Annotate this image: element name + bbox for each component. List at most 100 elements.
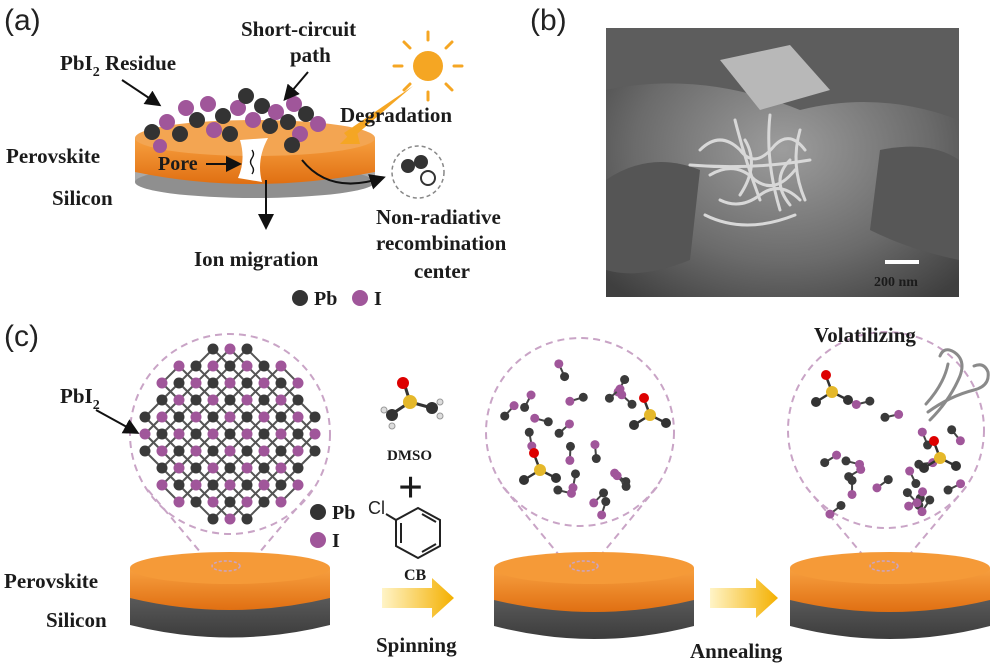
- fragment-i-atom: [554, 359, 564, 369]
- lattice-pb-atom: [241, 445, 253, 457]
- fragment-pb-atom: [553, 485, 563, 495]
- lattice-pb-atom: [258, 394, 270, 406]
- fragment-pb-atom: [578, 392, 588, 402]
- stage1-bubble: [129, 333, 331, 567]
- fragment-pb-atom: [943, 485, 953, 495]
- lattice-i-atom: [258, 445, 270, 457]
- lattice-pb-atom: [207, 343, 219, 355]
- nonrad-label-3: center: [414, 259, 470, 283]
- fragment-pb-atom: [524, 427, 534, 437]
- fragment-pb-atom: [601, 497, 611, 507]
- perovskite-label-c: Perovskite: [4, 569, 98, 593]
- lattice-i-atom: [207, 462, 219, 474]
- dmso-carbon-atom: [811, 397, 821, 407]
- lattice-pb-atom: [156, 462, 168, 474]
- fragment-i-atom: [530, 413, 540, 423]
- lattice-pb-atom: [207, 411, 219, 423]
- lattice-pb-atom: [139, 411, 151, 423]
- fragment-pb-atom: [520, 402, 530, 412]
- lattice-i-atom: [224, 445, 236, 457]
- legend-i-c: I: [332, 530, 340, 552]
- lattice-pb-atom: [207, 513, 219, 525]
- panel-c-legend: Pb I: [310, 502, 355, 552]
- recombination-arrow: [301, 159, 386, 190]
- lattice-i-atom: [207, 428, 219, 440]
- stage3-bubble: [787, 331, 985, 567]
- lattice-i-atom: [241, 496, 253, 508]
- panel-a-legend: Pb I: [292, 288, 382, 310]
- ion-migration-label: Ion migration: [194, 247, 319, 271]
- lattice-pb-atom: [241, 377, 253, 389]
- lattice-i-atom: [224, 411, 236, 423]
- lattice-pb-atom: [275, 479, 287, 491]
- fragment-i-atom: [615, 384, 625, 394]
- lattice-pb-atom: [156, 394, 168, 406]
- lattice-pb-atom: [190, 360, 202, 372]
- lattice-i-atom: [190, 479, 202, 491]
- pbi2-residue-arrow: [121, 79, 162, 107]
- fragment-pb-atom: [621, 481, 631, 491]
- fragment-pb-atom: [543, 417, 553, 427]
- dmso-sulfur-atom: [534, 464, 546, 476]
- fragment-pb-atom: [841, 456, 851, 466]
- lattice-i-atom: [156, 377, 168, 389]
- fragment-pb-atom: [620, 375, 630, 385]
- lattice-pb-atom: [258, 428, 270, 440]
- lattice-i-atom: [241, 428, 253, 440]
- stage2-molecules: [500, 359, 671, 520]
- fragment-i-atom: [568, 483, 578, 493]
- lattice-pb-atom: [224, 394, 236, 406]
- lattice-pb-atom: [190, 428, 202, 440]
- lattice-pb-atom: [258, 496, 270, 508]
- lattice-i-atom: [258, 377, 270, 389]
- fragment-i-atom: [509, 401, 519, 411]
- dmso-molecule: [380, 377, 444, 430]
- cb-label: CB: [404, 567, 427, 584]
- legend-pb-a: Pb: [314, 288, 337, 310]
- fragment-pb-atom: [554, 428, 564, 438]
- fragment-pb-atom: [865, 396, 875, 406]
- plus-sign: +: [398, 463, 423, 512]
- lattice-pb-atom: [241, 479, 253, 491]
- degradation-light-arrow: [344, 86, 413, 140]
- short-circuit-label-1: Short-circuit: [241, 17, 356, 41]
- lattice-pb-atom: [173, 411, 185, 423]
- lattice-pb-atom: [190, 462, 202, 474]
- lattice-i-atom: [275, 394, 287, 406]
- lattice-pb-atom: [139, 445, 151, 457]
- stage3-molecules: [811, 370, 966, 519]
- fragment-i-atom: [904, 501, 914, 511]
- lattice-i-atom: [173, 394, 185, 406]
- dmso-oxygen-atom: [821, 370, 831, 380]
- annealing-label: Annealing: [690, 639, 783, 663]
- fragment-pb-atom: [591, 454, 601, 464]
- lattice-i-atom: [241, 394, 253, 406]
- lattice-pb-atom: [173, 479, 185, 491]
- lattice-pb-atom: [292, 394, 304, 406]
- sun-icon: [392, 30, 464, 102]
- pbi2-lattice: [139, 343, 321, 525]
- legend-pb-c: Pb: [332, 502, 355, 524]
- lattice-i-atom: [190, 377, 202, 389]
- dmso-oxygen-atom: [929, 436, 939, 446]
- lattice-pb-atom: [207, 445, 219, 457]
- lattice-pb-atom: [258, 462, 270, 474]
- lattice-i-atom: [173, 462, 185, 474]
- silicon-label-a: Silicon: [52, 186, 113, 210]
- lattice-pb-atom: [173, 377, 185, 389]
- fragment-pb-atom: [500, 411, 510, 421]
- lattice-pb-atom: [190, 496, 202, 508]
- lattice-pb-atom: [207, 479, 219, 491]
- lattice-pb-atom: [173, 445, 185, 457]
- lattice-i-atom: [292, 377, 304, 389]
- lattice-i-atom: [309, 428, 321, 440]
- fragment-pb-atom: [560, 372, 570, 382]
- lattice-i-atom: [292, 479, 304, 491]
- fragment-i-atom: [565, 396, 575, 406]
- fragment-pb-atom: [604, 393, 614, 403]
- nonrad-label-2: recombination: [376, 231, 507, 255]
- lattice-i-atom: [156, 445, 168, 457]
- lattice-i-atom: [156, 411, 168, 423]
- panel-c: (c) PbI2 Pb I Perovskite Silicon: [4, 320, 990, 663]
- fragment-i-atom: [912, 498, 922, 508]
